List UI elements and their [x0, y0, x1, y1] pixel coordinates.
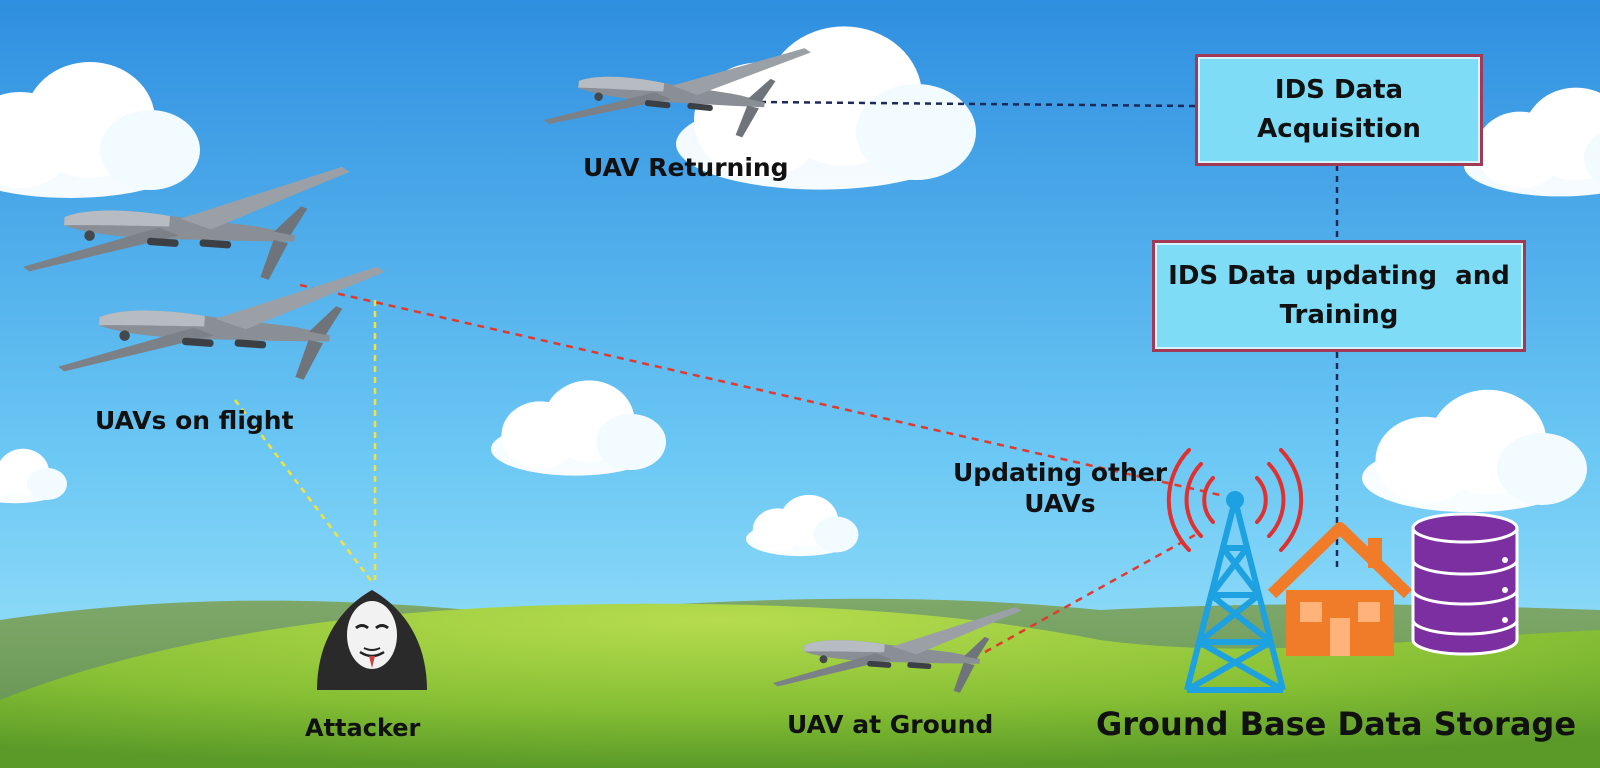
attacker-label: Attacker	[305, 714, 421, 742]
house-icon	[1267, 522, 1413, 656]
ground-base-data-storage-label: Ground Base Data Storage	[1096, 705, 1577, 743]
base-to-ground-update-link	[984, 533, 1196, 654]
acquisition-line-1: IDS Data	[1274, 75, 1404, 105]
radio-tower-icon	[1166, 448, 1304, 693]
database-icon	[1411, 512, 1519, 656]
uav-at-ground-label: UAV at Ground	[787, 710, 994, 739]
training-line-2: Training	[1279, 300, 1399, 330]
training-line-1: IDS Data updating and	[1168, 261, 1510, 291]
attack-link-diagonal	[234, 399, 373, 583]
base-to-flight-update-link	[299, 283, 1221, 497]
updating-line-2: UAVs	[1024, 489, 1096, 519]
uavs-on-flight-label: UAVs on flight	[95, 406, 294, 435]
uav-returning-label: UAV Returning	[583, 153, 789, 182]
acquisition-line-2: Acquisition	[1257, 114, 1421, 144]
updating-other-uavs-label: Updating other UAVs	[940, 457, 1180, 520]
attacker-icon	[317, 590, 427, 690]
updating-line-1: Updating other	[952, 458, 1168, 487]
